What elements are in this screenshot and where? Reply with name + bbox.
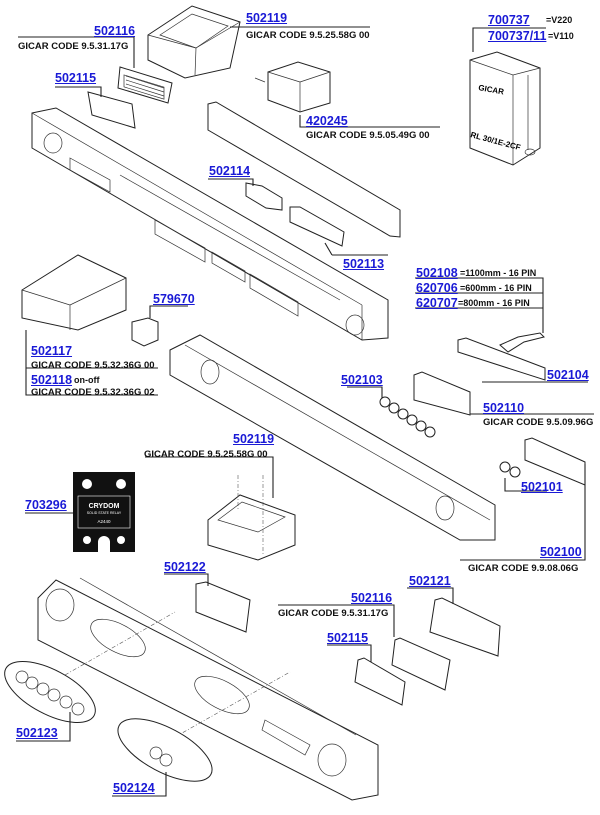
part-link-700737[interactable]: 700737 [488,13,530,27]
button-block-502122 [195,581,251,633]
gicar-code-502116-top: GICAR CODE 9.5.31.17G [18,41,129,52]
gicar-code-420245: GICAR CODE 9.5.05.49G 00 [306,130,430,141]
front-panel-lower [37,577,379,801]
rocker-switch [131,317,159,347]
cable-spec-620707: =800mm - 16 PIN [458,298,530,308]
part-link-502108[interactable]: 502108 [416,266,458,280]
button-block-502113 [289,206,345,247]
part-link-502104[interactable]: 502104 [547,368,589,382]
ssr-subtitle-text: SOLID STATE RELAY [87,511,122,515]
relay-gicar: GICAR RL 30/1E-2CF [469,51,541,166]
part-link-502115-top[interactable]: 502115 [55,71,97,85]
control-box-mid [207,475,296,561]
part-link-703296[interactable]: 703296 [25,498,67,512]
switch-note-502118: on-off [74,375,100,385]
cable-spec-502108: =1100mm - 16 PIN [460,268,537,278]
leader-lines [16,26,594,797]
part-link-700737-11[interactable]: 700737/11 [488,29,547,43]
gicar-code-502100: GICAR CODE 9.9.08.06G [468,563,579,574]
button-502101a [499,461,511,473]
part-link-502118[interactable]: 502118 [31,373,73,387]
part-link-502119-top[interactable]: 502119 [246,11,288,25]
part-link-502103[interactable]: 502103 [341,373,383,387]
front-rail [169,334,496,541]
solid-state-relay: CRYDOM SOLID STATE RELAY A2440 [73,472,135,552]
part-link-502113[interactable]: 502113 [343,257,385,271]
display-bezel-502121 [429,597,501,657]
part-link-502114[interactable]: 502114 [209,164,251,178]
display-lens-top [87,91,136,129]
part-link-502121[interactable]: 502121 [409,574,451,588]
bracket-502104 [457,337,546,381]
front-housing-upper [31,107,389,341]
voltage-700737: =V220 [546,15,573,25]
gicar-code-502119-mid: GICAR CODE 9.5.25.58G 00 [144,449,268,460]
rear-bracket [207,101,401,238]
part-link-502116-lower[interactable]: 502116 [351,591,393,605]
part-link-620707[interactable]: 620707 [416,296,458,310]
ribbon-cable [499,332,545,353]
part-link-502117[interactable]: 502117 [31,344,73,358]
voltage-700737-11: =V110 [548,31,574,41]
button-board-502110 [413,371,471,416]
part-link-502110[interactable]: 502110 [483,401,525,415]
display-lens-lower [354,657,406,706]
gicar-code-502118: GICAR CODE 9.5.32.36G 02 [31,387,155,398]
part-link-502115-lower[interactable]: 502115 [327,631,369,645]
button-panel-6 [4,661,96,723]
part-link-502124[interactable]: 502124 [113,781,155,795]
part-link-502122[interactable]: 502122 [164,560,206,574]
gicar-code-502116-lower: GICAR CODE 9.5.31.17G [278,608,389,619]
part-link-502100[interactable]: 502100 [540,545,582,559]
button-502101b [509,466,521,478]
part-link-502116-top[interactable]: 502116 [94,24,136,38]
part-link-620706[interactable]: 620706 [416,281,458,295]
button-panel-2 [117,718,213,782]
ssr-model-text: A2440 [97,519,111,524]
button-block-502114 [245,182,283,211]
gicar-code-502110: GICAR CODE 9.5.09.96G [483,417,594,428]
gicar-code-502119-top: GICAR CODE 9.5.25.58G 00 [246,30,370,41]
ssr-brand-text: CRYDOM [89,503,120,510]
gicar-code-502117: GICAR CODE 9.5.32.36G 00 [31,360,155,371]
part-link-502123[interactable]: 502123 [16,726,58,740]
lcd-display-lower [391,637,451,691]
part-link-502119-mid[interactable]: 502119 [233,432,275,446]
cable-spec-620706: =600mm - 16 PIN [460,283,532,293]
part-link-579670[interactable]: 579670 [153,292,195,306]
part-link-502101[interactable]: 502101 [521,480,563,494]
board-502100 [524,437,586,486]
relay-brand-text: GICAR [478,83,505,96]
lcd-display-top [117,66,173,104]
control-box-top [147,5,241,79]
control-box-502117 [21,254,127,331]
push-buttons-502103 [379,396,436,438]
part-link-420245[interactable]: 420245 [306,114,348,128]
terminal-box [254,61,331,113]
